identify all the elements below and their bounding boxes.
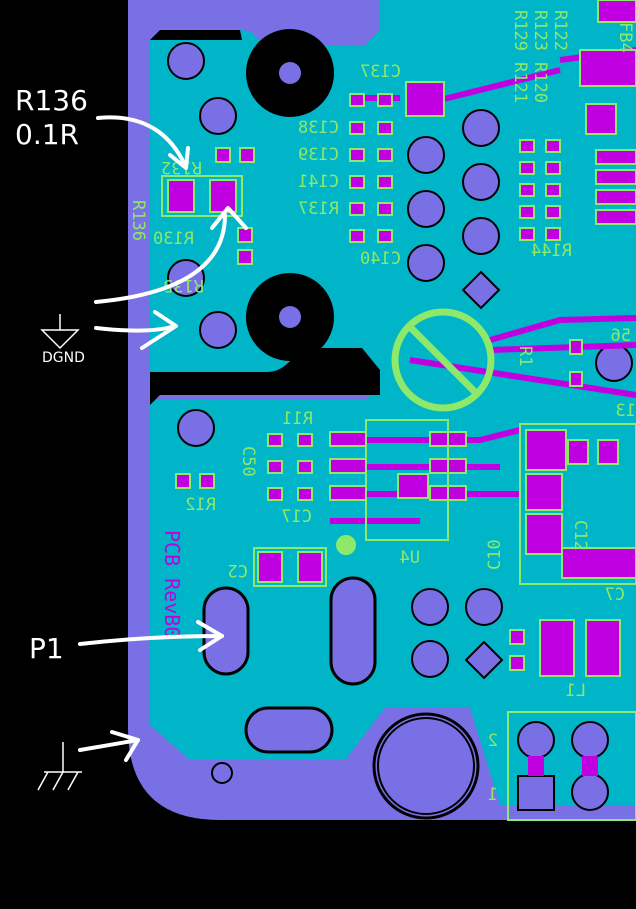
diamond-pads [461, 270, 504, 680]
silk-r1: R1 [515, 346, 535, 366]
silk-c141: C141 [298, 172, 339, 192]
silk-r11: R11 [282, 409, 313, 429]
arrow-dgnd-2 [94, 324, 177, 333]
smd-pads-left [167, 147, 323, 583]
silk-r135: R135 [163, 275, 204, 295]
smd-pads-right [519, 0, 636, 387]
silk-56: 56 [611, 326, 631, 346]
header-connector [507, 711, 636, 821]
silk-c137: C137 [360, 62, 401, 82]
silk-pin1: 1 [488, 785, 498, 805]
silk-c138: C138 [298, 118, 339, 138]
silk-c10: C10 [485, 539, 505, 570]
r136-value-label: 0.1R [15, 118, 79, 151]
mounting-holes [246, 29, 334, 361]
silk-c50: C50 [238, 446, 258, 477]
annotation-arrows [78, 115, 248, 762]
silkscreen-outlines [161, 175, 636, 587]
silk-c17: C17 [281, 507, 312, 527]
dgnd-symbol [40, 314, 80, 350]
large-mounting-pad-ring [377, 717, 475, 815]
p1-connector-pads [202, 576, 377, 754]
silk-r120: R120 [530, 62, 550, 103]
silk-r122: R122 [550, 10, 570, 51]
silk-c139: C139 [298, 145, 339, 165]
vias [167, 42, 633, 784]
silk-r132: R132 [161, 157, 202, 177]
silk-c7: C7 [605, 585, 625, 605]
arrow-r136 [96, 115, 187, 167]
smd-pads-caps [349, 81, 445, 243]
silk-c12: C12 [570, 520, 590, 551]
silk-c140: C140 [360, 249, 401, 269]
silk-r121: R121 [510, 62, 530, 103]
pour-border [150, 30, 242, 40]
silk-r129: R129 [510, 10, 530, 51]
silk-c2: C2 [228, 560, 248, 580]
silk-u4: U4 [400, 548, 420, 568]
chassis-ground-symbol [37, 742, 82, 791]
smd-pads-bottom-right [509, 429, 636, 677]
silkscreen-labels: C137 C138 C139 C141 R137 C140 R132 R136 … [128, 10, 636, 805]
dgnd-label: DGND [42, 350, 85, 366]
p1-label: P1 [29, 632, 64, 665]
silk-13: 13 [616, 401, 636, 421]
silk-r144: R144 [531, 241, 572, 261]
silk-pcb-rev: PCB RevB0 [160, 530, 184, 638]
no-pb-symbol [391, 308, 495, 412]
arrow-p1 [78, 634, 224, 646]
silk-r130: R130 [153, 229, 194, 249]
large-mounting-pad [372, 712, 480, 820]
r136-ref-label: R136 [15, 84, 88, 117]
silk-r123: R123 [530, 10, 550, 51]
silk-r137: R137 [298, 199, 339, 219]
silk-r12: R12 [185, 495, 216, 515]
silk-l1: L1 [566, 681, 586, 701]
arrow-chassis [78, 738, 140, 752]
pour-border [150, 348, 380, 405]
silk-fb4: FB4 [615, 22, 635, 53]
silk-r136: R136 [128, 200, 148, 241]
silk-pin2: 2 [488, 731, 498, 751]
arrow-dgnd-1 [94, 213, 227, 304]
